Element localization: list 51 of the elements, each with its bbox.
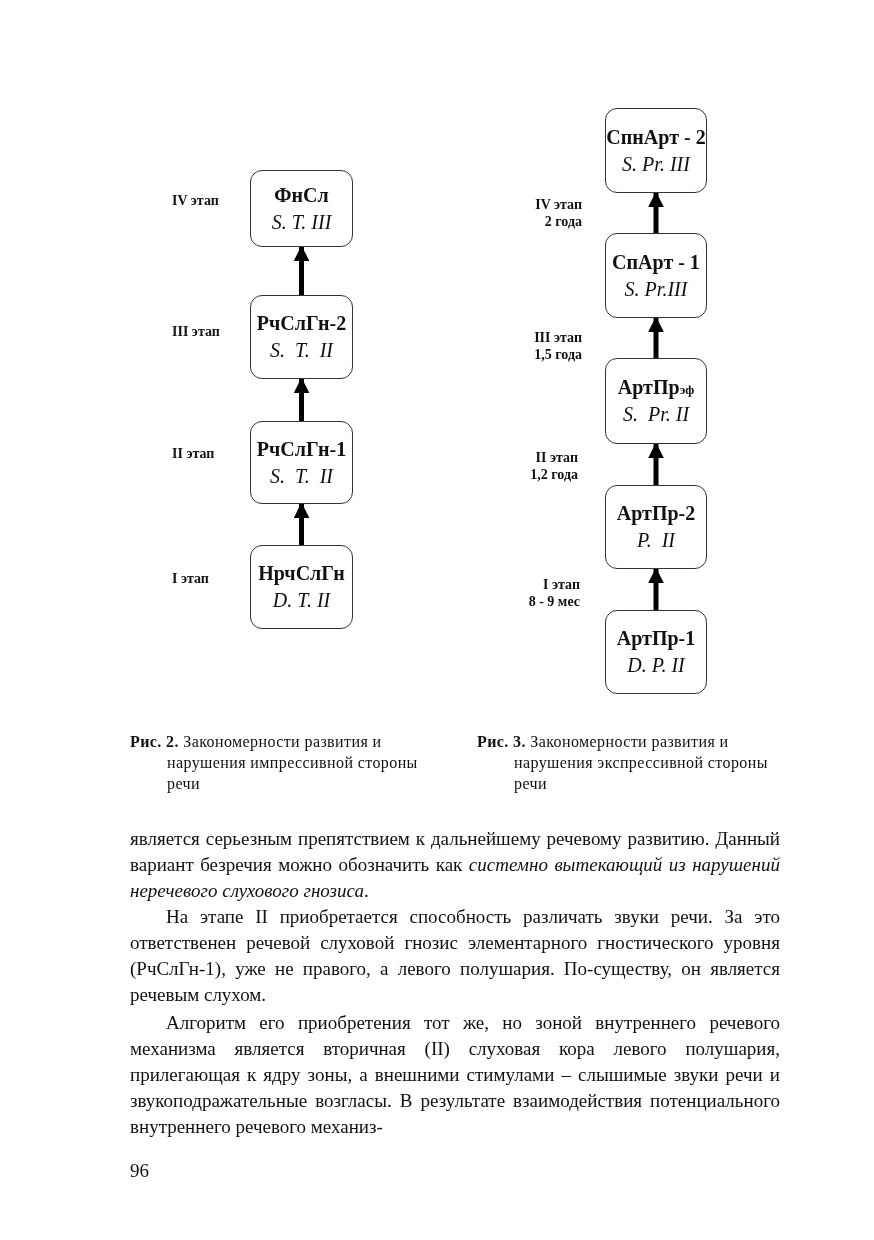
stage-box: [250, 295, 353, 379]
paragraph: На этапе II приобретается способность различать звуки речи. За это ответственен речевой слуховой гнозис элементарного гностического уровня (РчСлГн-1), уже не правого, а левого полушария. По-существу, он является речевым слухом.: [130, 905, 780, 1007]
arrow: [293, 502, 310, 545]
stage-box: [605, 358, 707, 444]
stage-label: III этап: [172, 323, 221, 340]
stage-index: D. T. II: [272, 589, 331, 612]
stage-box: [605, 610, 707, 694]
stage-duration: 2 года: [543, 213, 582, 230]
stage-label: IV этап: [172, 192, 220, 209]
stage-index: P. II: [637, 529, 675, 552]
stage-code: РчСлГн-1: [256, 437, 347, 461]
paragraph: Алгоритм его приобретения тот же, но зоной внутреннего речевого механизма является вторичная (II) слуховая кора левого полушария, прилегающая к ядру зоны, а внешними стимулами – слышимые звуки речи и звукоподражательные возгласы. В результате взаимодействия потенциального внутреннего речевого механиз-: [130, 1011, 780, 1139]
stage-code: НрчСлГн: [258, 562, 345, 585]
stage-box: [250, 421, 353, 504]
figure-caption: Рис. 2. Закономерности развития и нарушения импрессивной стороны речи: [130, 732, 419, 794]
stage-label: II этап: [534, 449, 578, 466]
stage-code: АртПр-1: [616, 627, 696, 650]
stage-label: I этап: [172, 570, 210, 587]
stage-code: СпАрт - 1: [612, 250, 700, 274]
stage-box: [605, 485, 707, 569]
arrow: [648, 191, 664, 233]
figure-caption: Рис. 3. Закономерности развития и нарушения экспрессивной стороны речи: [477, 732, 769, 794]
stage-duration: 8 - 9 мес: [527, 593, 580, 610]
stage-index: D. P. II: [627, 654, 685, 677]
arrow: [293, 377, 310, 421]
stage-index: S. Pr. II: [622, 403, 690, 426]
stage-duration: 1,5 года: [533, 346, 582, 363]
stage-index: S. Pr. III: [622, 152, 690, 176]
stage-index: S. Pr.III: [624, 277, 688, 301]
stage-code: СпнАрт - 2: [606, 125, 706, 149]
stage-box: [250, 170, 353, 247]
stage-index: S. T. III: [271, 210, 332, 234]
stage-index: S. T. II: [270, 464, 333, 488]
stage-box: [250, 545, 353, 629]
arrow: [648, 567, 664, 610]
stage-index: S. T. II: [270, 339, 333, 362]
arrow: [648, 442, 664, 485]
stage-label: IV этап: [534, 196, 582, 213]
stage-code: АртПр-2: [616, 502, 696, 525]
arrow: [648, 316, 664, 358]
stage-label: II этап: [172, 445, 216, 462]
page-number: 96: [130, 1159, 150, 1183]
stage-box: [605, 108, 707, 193]
stage-box: [605, 233, 707, 318]
stage-code: РчСлГн-2: [256, 312, 347, 335]
stage-label: I этап: [542, 576, 580, 593]
paragraph: является серьезным препятствием к дальнейшему речевому развитию. Данный вариант безречия можно обозначить как системно вытекающий из нарушений неречевого слухового гнозиса.: [130, 827, 780, 903]
stage-label: III этап: [533, 329, 582, 346]
arrow: [293, 245, 310, 295]
stage-duration: 1,2 года: [529, 466, 578, 483]
stage-code: ФнСл: [274, 183, 329, 207]
